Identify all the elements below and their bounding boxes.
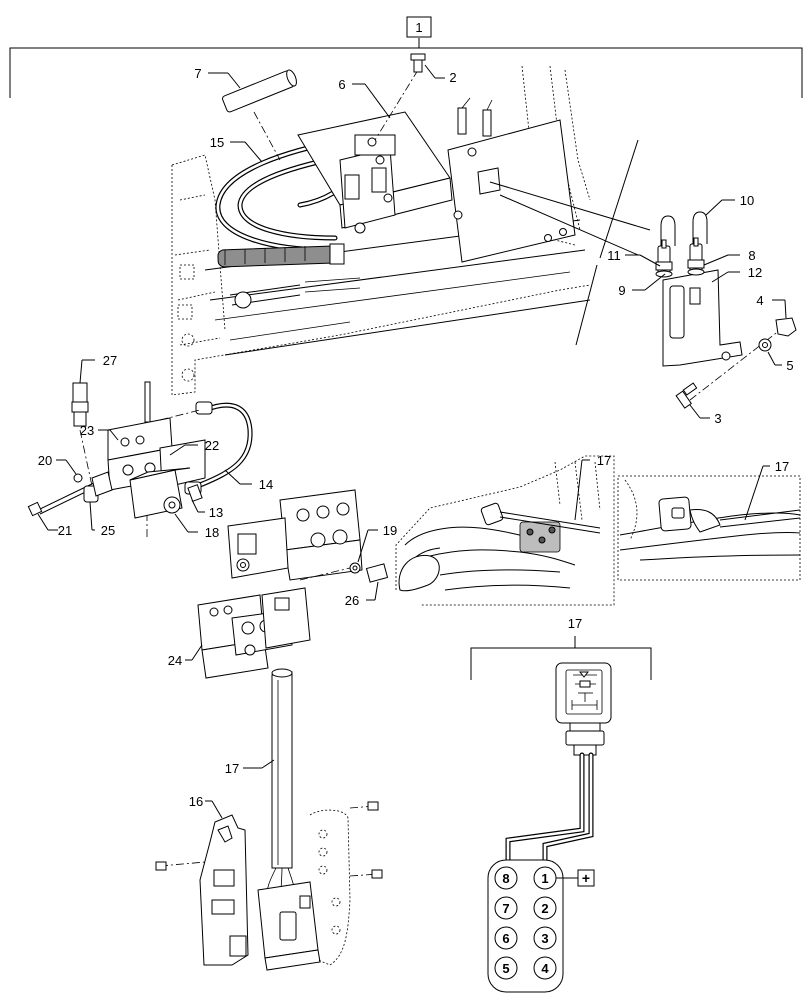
pin-7: 7 [494, 896, 518, 920]
callout-24: 24 [168, 653, 182, 668]
svg-text:5: 5 [502, 961, 509, 976]
pin-2: 2 [533, 896, 557, 920]
pin-4: 4 [533, 956, 557, 980]
callout-16: 16 [189, 794, 203, 809]
callout-27: 27 [103, 353, 117, 368]
callout-15: 15 [210, 135, 224, 150]
valve-stack [197, 489, 389, 679]
assembly-bracket: 1 [9, 16, 803, 98]
callout-8: 8 [748, 248, 755, 263]
callout-6: 6 [338, 77, 345, 92]
pin-5: 5 [494, 956, 518, 980]
callout-20: 20 [38, 453, 52, 468]
callout-18: 18 [205, 525, 219, 540]
harness-routing-view-1 [395, 455, 615, 606]
callout-5: 5 [786, 358, 793, 373]
hydraulic-valve-assembly [27, 381, 253, 540]
callout-19: 19 [383, 523, 397, 538]
callout-25: 25 [101, 523, 115, 538]
svg-text:3: 3 [541, 931, 548, 946]
callout-23: 23 [80, 423, 94, 438]
machine-frame-view [171, 53, 651, 396]
callout-17-cable: 17 [225, 761, 239, 776]
callout-17-photo2: 17 [775, 459, 789, 474]
pin-6: 6 [494, 926, 518, 950]
callout-17-schematic: 17 [568, 616, 582, 631]
svg-text:1: 1 [541, 871, 548, 886]
svg-text:4: 4 [541, 961, 549, 976]
callout-1: 1 [415, 20, 422, 35]
pin-8: 8 [494, 866, 518, 890]
sensor-bracket-assembly [655, 211, 797, 409]
positive-marker: + [582, 870, 590, 886]
callout-13: 13 [209, 505, 223, 520]
callout-3: 3 [714, 411, 721, 426]
wiring-schematic: 8 1 7 2 6 3 5 4 [470, 636, 652, 993]
callout-7: 7 [194, 66, 201, 81]
svg-text:2: 2 [541, 901, 548, 916]
callout-22: 22 [205, 438, 219, 453]
svg-text:8: 8 [502, 871, 509, 886]
callout-2: 2 [449, 70, 456, 85]
callout-17-photo1: 17 [597, 453, 611, 468]
pin-3: 3 [533, 926, 557, 950]
callout-14: 14 [259, 477, 273, 492]
callouts: 7 2 6 15 10 11 8 12 9 4 5 3 27 [37, 64, 794, 819]
harness-routing-view-2 [617, 475, 801, 581]
callout-12: 12 [748, 265, 762, 280]
callout-11: 11 [607, 248, 621, 263]
svg-text:7: 7 [502, 901, 509, 916]
callout-21: 21 [58, 523, 72, 538]
svg-text:6: 6 [502, 931, 509, 946]
callout-9: 9 [618, 283, 625, 298]
callout-4: 4 [756, 293, 763, 308]
callout-26: 26 [345, 593, 359, 608]
callout-10: 10 [740, 193, 754, 208]
harness-connector-assembly [155, 668, 383, 971]
pin-1: 1 [533, 866, 557, 890]
